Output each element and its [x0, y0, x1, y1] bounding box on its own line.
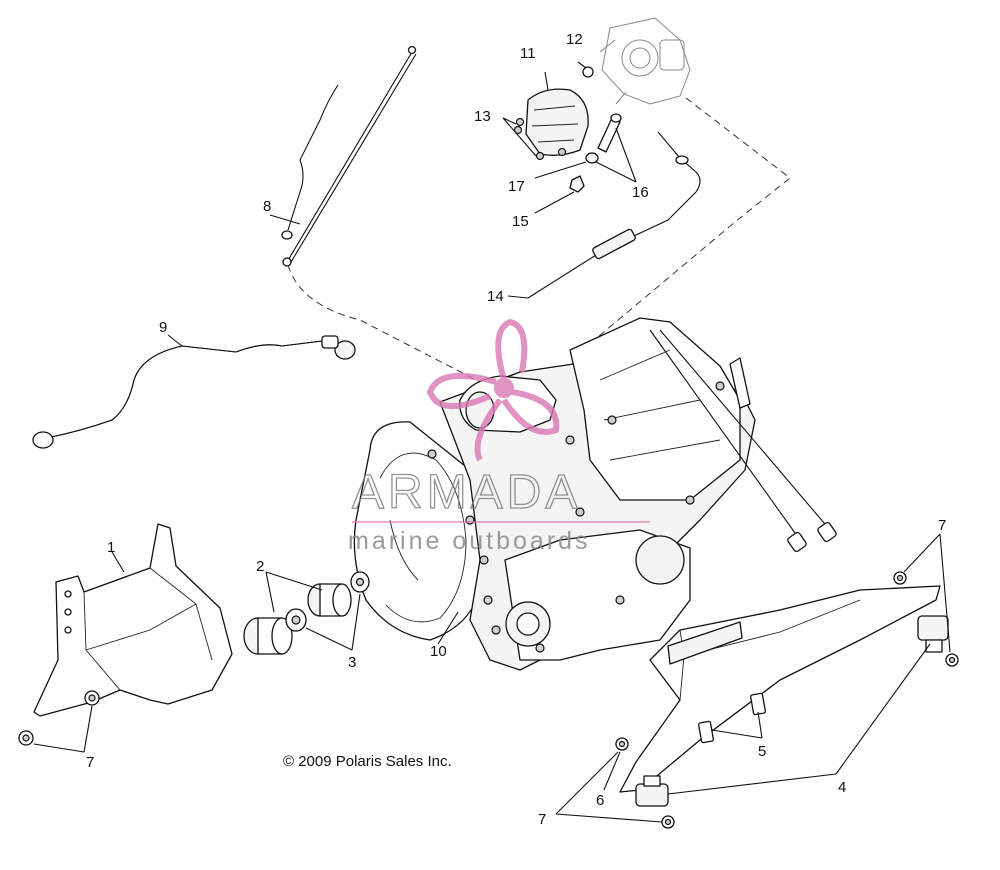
callout-4: 4 [838, 779, 846, 796]
callout-17: 17 [508, 178, 525, 195]
watermark-subtitle: marine outboards [348, 527, 591, 555]
callout-14: 14 [487, 288, 504, 305]
part-1-mount-bracket [18, 523, 233, 753]
armada-logo-mark [426, 318, 560, 462]
callout-labels: 1 2 3 4 5 6 7 7 7 8 9 10 11 12 13 14 15 … [86, 31, 946, 828]
part-8-ground-cable [269, 45, 417, 267]
throttle-cover-assembly [502, 61, 637, 214]
callout-6: 6 [596, 792, 604, 809]
callout-16: 16 [632, 184, 649, 201]
part-9-wire-lead [32, 334, 356, 449]
watermark-word: ARMADA [352, 466, 581, 519]
callout-9: 9 [159, 319, 167, 336]
callout-5: 5 [758, 743, 766, 760]
callout-7-bottom: 7 [538, 811, 546, 828]
part-2-3-isolators [243, 571, 370, 655]
callout-10: 10 [430, 643, 447, 660]
copyright-text: © 2009 Polaris Sales Inc. [283, 753, 452, 770]
part-14-throttle-cable [507, 131, 701, 299]
reference-lines [287, 97, 791, 383]
callout-12: 12 [566, 31, 583, 48]
callout-7-left: 7 [86, 754, 94, 771]
callout-15: 15 [512, 213, 529, 230]
callout-13: 13 [474, 108, 491, 125]
callout-2: 2 [256, 558, 264, 575]
part-4-mount-plate [555, 533, 959, 829]
callout-11: 11 [520, 45, 536, 62]
throttle-body-ghost [599, 17, 691, 105]
callout-3: 3 [348, 654, 356, 671]
callout-8: 8 [263, 198, 271, 215]
callout-7-top-right: 7 [938, 517, 946, 534]
callout-1: 1 [107, 539, 115, 556]
armada-watermark: ARMADA marine outboards [348, 318, 650, 555]
part-10-engine [353, 317, 837, 671]
